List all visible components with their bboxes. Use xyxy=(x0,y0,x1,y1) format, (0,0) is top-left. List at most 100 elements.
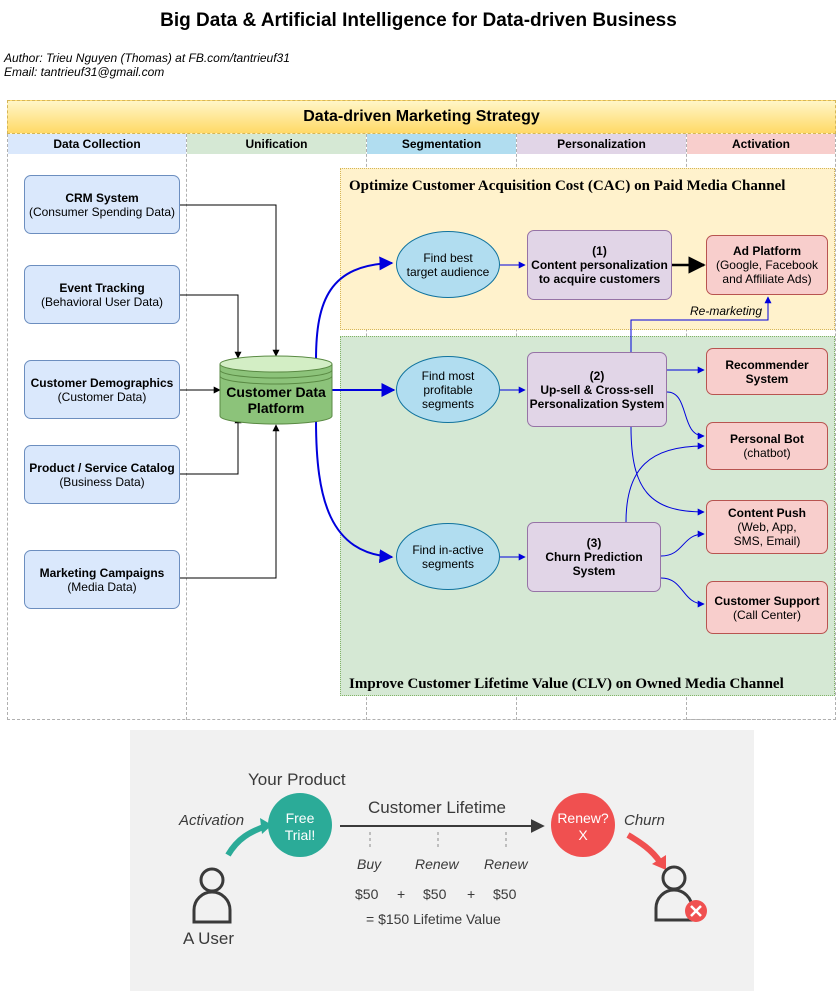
column-segmentation: Segmentation xyxy=(366,134,516,720)
activation-title: Customer Support xyxy=(714,593,820,608)
segment-line: Find most xyxy=(421,368,475,383)
free-trial-circle xyxy=(268,793,332,857)
activation-personal-bot: Personal Bot (chatbot) xyxy=(706,422,828,470)
plus-1: + xyxy=(397,886,406,902)
source-subtitle: (Consumer Spending Data) xyxy=(28,204,176,219)
buy-label: Buy xyxy=(357,856,382,872)
column-unification: Unification xyxy=(186,134,366,720)
segment-line: profitable xyxy=(423,382,473,397)
activation-recommender: Recommender System xyxy=(706,348,828,395)
customer-lifetime-panel: Your Product Activation Churn Customer L… xyxy=(130,730,754,991)
plus-2: + xyxy=(467,886,476,902)
email-line: Email: tantrieuf31@gmail.com xyxy=(4,65,165,79)
activation-line: SMS, Email) xyxy=(733,534,801,548)
user-label: A User xyxy=(183,929,235,948)
lifetime-graphics xyxy=(192,793,707,924)
edge-remarketing xyxy=(630,296,772,352)
source-demographics: Customer Demographics (Customer Data) xyxy=(24,360,180,419)
connectors xyxy=(179,204,772,608)
activation-title: Content Push xyxy=(728,506,806,520)
edge-p3-to-bot xyxy=(625,442,705,523)
zone-title-clv: Improve Customer Lifetime Value (CLV) on… xyxy=(349,676,784,692)
activation-line: and Affiliate Ads) xyxy=(722,272,812,286)
personalization-number: (2) xyxy=(589,368,605,383)
column-header: Activation xyxy=(687,134,835,154)
edge-cdp-to-seg1 xyxy=(315,256,394,361)
activation-title: System xyxy=(745,371,789,386)
column-header: Personalization xyxy=(517,134,686,154)
source-title: Marketing Campaigns xyxy=(39,565,165,580)
edge-campaigns-to-cdp xyxy=(179,424,280,579)
churn-arrow xyxy=(626,832,663,864)
edge-cdp-to-seg3 xyxy=(315,419,394,564)
page-title: Big Data & Artificial Intelligence for D… xyxy=(160,10,677,31)
customer-lifetime-label: Customer Lifetime xyxy=(368,798,506,817)
edge-p2-to-push xyxy=(630,426,705,516)
segment-line: Find best xyxy=(423,250,473,265)
cdp-label-line1: Customer Data xyxy=(226,384,326,400)
user-icon xyxy=(192,867,232,924)
edge-p2-to-bot xyxy=(666,391,705,440)
activation-title: Personal Bot xyxy=(729,432,804,446)
strategy-header: Data-driven Marketing Strategy xyxy=(7,100,836,134)
grid-bottom-line xyxy=(7,719,836,720)
activation-label: Activation xyxy=(179,812,245,829)
edge-catalog-to-cdp xyxy=(179,416,242,475)
activation-arrow xyxy=(225,823,268,857)
segment-line: Find in-active xyxy=(412,542,484,557)
source-title: Customer Demographics xyxy=(30,375,174,390)
edge-p3-to-push xyxy=(660,530,705,557)
amount-3: $50 xyxy=(493,886,517,902)
activation-line: (Google, Facebook xyxy=(715,258,819,272)
personalization-line: Up-sell & Cross-sell xyxy=(540,382,654,397)
edge-p3-to-support xyxy=(660,577,705,608)
personalization-churn: (3) Churn Prediction System xyxy=(527,522,661,592)
author-info: Author: Trieu Nguyen (Thomas) at FB.com/… xyxy=(4,51,290,79)
segment-line: target audience xyxy=(406,264,490,279)
personalization-number: (1) xyxy=(592,244,607,258)
amount-1: $50 xyxy=(355,886,379,902)
amount-2: $50 xyxy=(423,886,447,902)
source-subtitle: (Customer Data) xyxy=(57,389,147,404)
personalization-content: (1) Content personalization to acquire c… xyxy=(527,230,672,300)
author-line: Author: Trieu Nguyen (Thomas) at FB.com/… xyxy=(4,51,290,65)
source-title: CRM System xyxy=(65,190,139,205)
customer-data-platform-cylinder xyxy=(219,355,333,425)
activation-content-push: Content Push (Web, App, SMS, Email) xyxy=(706,500,828,554)
edge-crm-to-cdp xyxy=(179,204,280,357)
column-personalization: Personalization xyxy=(516,134,686,720)
source-subtitle: (Behavioral User Data) xyxy=(40,294,164,309)
source-subtitle: (Media Data) xyxy=(67,579,137,594)
activation-line: (Call Center) xyxy=(732,607,801,622)
column-data-collection: Data Collection xyxy=(7,134,186,720)
source-subtitle: (Business Data) xyxy=(59,474,145,489)
renew-circle xyxy=(551,793,615,857)
renew-label-1: Renew xyxy=(415,856,459,872)
edge-events-to-cdp xyxy=(179,294,242,359)
source-campaigns: Marketing Campaigns (Media Data) xyxy=(24,550,180,609)
remarketing-label: Re-marketing xyxy=(690,304,763,318)
trial-text: Trial! xyxy=(284,827,316,843)
personalization-line: System xyxy=(572,564,616,578)
churn-label: Churn xyxy=(624,812,665,829)
activation-title: Recommender xyxy=(725,357,809,372)
x-text: X xyxy=(578,827,588,843)
source-title: Product / Service Catalog xyxy=(29,460,175,475)
lifetime-value-total: = $150 Lifetime Value xyxy=(366,911,501,927)
segment-line: segments xyxy=(421,556,475,571)
cdp-label: Customer Data Platform xyxy=(220,384,332,416)
column-header: Unification xyxy=(187,134,366,154)
personalization-line: Churn Prediction xyxy=(545,550,643,564)
segment-line: segments xyxy=(421,396,475,411)
zone-title-cac: Optimize Customer Acquisition Cost (CAC)… xyxy=(349,178,786,194)
column-header: Data Collection xyxy=(8,134,186,154)
activation-ad-platform: Ad Platform (Google, Facebook and Affili… xyxy=(706,235,828,295)
activation-title: Ad Platform xyxy=(732,244,801,258)
free-trial-text: Free Trial! xyxy=(268,810,332,844)
source-catalog: Product / Service Catalog (Business Data… xyxy=(24,445,180,504)
personalization-number: (3) xyxy=(586,536,602,550)
personalization-line: to acquire customers xyxy=(538,272,661,286)
